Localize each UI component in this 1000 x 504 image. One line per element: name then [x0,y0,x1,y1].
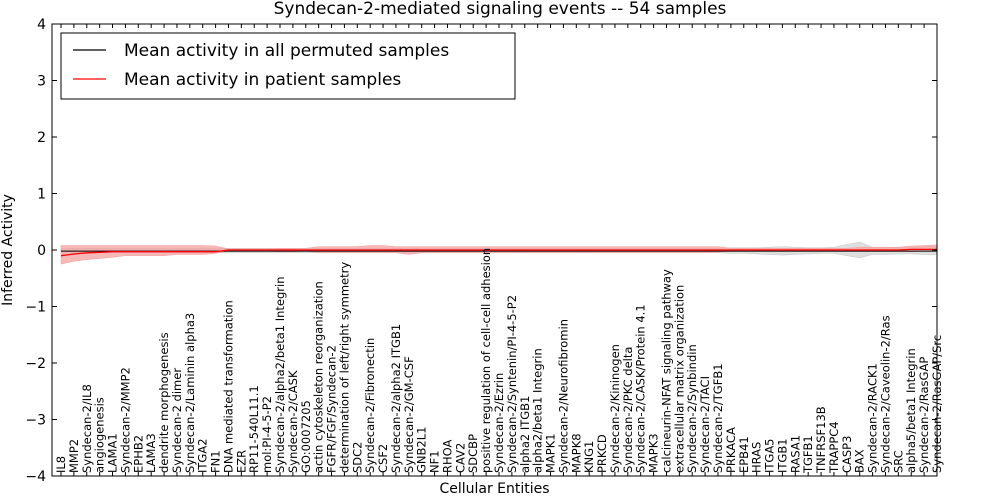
x-tick-label: Syndecan-2/Ezrin [492,373,506,473]
x-tick-label: CASP3 [840,436,854,473]
x-tick-label: ITGB1 [775,438,789,473]
x-tick-label: RHOA [440,440,454,473]
x-tick-label: Syndecan-2/TACI [698,376,712,473]
x-tick-label: Syndecan-2/alpha2 ITGB1 [389,324,403,473]
x-tick-label: HRAS [750,442,764,473]
x-tick-label: SRC [891,450,905,473]
x-tick-label: Syndecan-2/IL8 [80,384,94,473]
x-tick-label: MAPK1 [544,433,558,473]
x-tick-label: PRKCD [595,434,609,473]
y-tick-label: 3 [37,74,46,90]
x-tick-label: Syndecan-2/Kininogen [608,344,622,473]
y-tick-label: 2 [37,130,46,146]
y-tick-label: −1 [25,300,46,316]
x-tick-label: SDC2 [350,441,364,473]
x-tick-label: NF1 [428,450,442,473]
x-tick-label: GNB2L1 [415,427,429,473]
x-tick-label: IL8 [54,456,68,473]
x-tick-label: positive regulation of cell-cell adhesio… [479,248,493,473]
x-tick-label: EZR [234,450,248,473]
line-series-2 [60,248,937,257]
x-tick-label: TRAPPC4 [827,421,841,474]
x-tick-label: CSF2 [376,444,390,473]
x-tick-label: EPHB2 [131,435,145,473]
x-tick-label: PRKACA [724,427,738,473]
x-tick-label: alpha5/beta1 Integrin [904,348,918,473]
x-tick-label: TNFRSF13B [814,406,828,474]
x-tick-label: Syndecan-2/PKC delta [621,347,635,473]
x-tick-label: FN1 [209,450,223,473]
x-tick-label: RP11-540L11.1 [247,385,261,473]
x-tick-label: FGFR/FGF/Syndecan-2 [325,345,339,473]
x-tick-label: Syndecan-2 dimer [170,368,184,473]
x-tick-label: Syndecan-2/GM-CSF [402,356,416,473]
x-tick-label: dendrite morphogenesis [157,332,171,473]
x-tick-label: Syndecan-2/RACK1 [866,363,880,473]
x-tick-label: CAV2 [453,443,467,473]
x-tick-label: angiogenesis [93,397,107,473]
x-tick-label: MAPK3 [647,433,661,473]
confidence-bands [60,241,938,265]
y-axis: −4 −3 −2 −1 0 1 2 3 4 [25,17,937,485]
x-tick-label: determination of left/right symmetry [337,262,351,473]
x-tick-label: alpha2 ITGB1 [518,396,532,473]
y-tick-label: 4 [37,17,46,33]
y-tick-label: 0 [37,243,46,259]
x-tick-label: Syndecan-2/RasGAP [917,357,931,473]
x-tick-label: DNA mediated transformation [221,300,235,473]
x-tick-label: Syndecan-2/RasGAP/Src [930,335,944,473]
x-tick-label: Syndecan-2/alpha2/beta1 Integrin [273,276,287,473]
x-tick-label: BAX [853,449,867,473]
y-tick-label: 1 [37,187,46,203]
x-tick-label: EPB41 [737,436,751,473]
x-tick-label: GO:0007205 [299,400,313,473]
legend-label-1: Mean activity in all permuted samples [124,41,449,61]
chart-title: Syndecan-2-mediated signaling events -- … [274,0,727,19]
x-tick-label: extracellular matrix organization [672,285,686,473]
y-tick-label: −2 [25,356,46,372]
x-tick-label: Syndecan-2/Synbindin [685,344,699,473]
x-tick-label: Syndecan-2/Laminin alpha3 [183,313,197,473]
legend: Mean activity in all permuted samplesMea… [60,32,516,100]
x-tick-label: Syndecan-2/CASK/Protein 4.1 [634,304,648,473]
x-tick-label: RASA1 [788,435,802,473]
legend-box [60,32,516,100]
x-tick-label: actin cytoskeleton reorganization [312,281,326,473]
x-tick-label: Syndecan-2/Caveolin-2/Ras [878,315,892,473]
x-tick-label: Syndecan-2/Fibronectin [363,338,377,473]
x-tick-label: LAMA1 [106,433,120,473]
legend-label-2: Mean activity in patient samples [124,70,401,90]
x-tick-label: mol:PI-4-5-P2 [260,396,274,473]
x-tick-label: Syndecan-2/Neurofibromin [556,319,570,473]
x-tick-label: MAPK8 [569,433,583,473]
x-tick-label: TGFB1 [801,435,815,474]
x-tick-label: alpha2/beta1 Integrin [531,348,545,473]
x-tick-label: calcineurin-NFAT signaling pathway [659,269,673,473]
x-tick-label: Syndecan-2/TGFB1 [711,363,725,473]
x-axis-label: Cellular Entities [439,481,549,497]
x-tick-label: Syndecan-2/Syntenin/PI-4-5-P2 [505,295,519,473]
series-lines [60,248,937,257]
x-tick-label: ITGA5 [763,438,777,473]
x-axis: IL8MMP2Syndecan-2/IL8angiogenesisLAMA1Sy… [54,24,944,476]
x-tick-label: LAMA3 [144,433,158,473]
x-tick-label: MMP2 [67,439,81,473]
y-tick-label: −4 [25,469,46,485]
x-tick-label: ITGA2 [196,438,210,473]
y-tick-label: −3 [25,413,46,429]
x-tick-label: SDCBP [466,434,480,473]
x-tick-label: Syndecan-2/CASK [286,370,300,473]
y-axis-label: Inferred Activity [0,194,16,306]
x-tick-label: Syndecan-2/MMP2 [118,367,132,473]
x-tick-label: KNG1 [582,441,596,473]
